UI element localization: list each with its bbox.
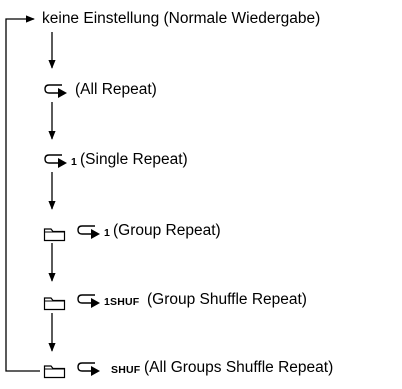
step-6-tag: SHUF bbox=[111, 364, 141, 376]
repeat-icon bbox=[77, 225, 100, 239]
step-6-label: (All Groups Shuffle Repeat) bbox=[144, 359, 334, 376]
repeat-icon bbox=[77, 362, 100, 376]
step-1-label: keine Einstellung (Normale Wiedergabe) bbox=[42, 10, 321, 27]
folder-icon bbox=[43, 297, 66, 311]
folder-icon bbox=[43, 365, 66, 379]
step-4-tag: 1 bbox=[104, 227, 111, 239]
step-4-label: (Group Repeat) bbox=[113, 222, 221, 239]
repeat-icon bbox=[44, 154, 67, 168]
step-3-label: (Single Repeat) bbox=[80, 151, 188, 168]
step-5-label: (Group Shuffle Repeat) bbox=[147, 291, 307, 308]
loop-back-line bbox=[5, 15, 40, 372]
repeat-icon bbox=[44, 84, 67, 98]
repeat-icon bbox=[77, 294, 100, 308]
step-3-tag: 1 bbox=[71, 156, 78, 168]
step-5-tag: 1SHUF bbox=[104, 296, 140, 308]
folder-icon bbox=[43, 228, 66, 242]
step-2-label: (All Repeat) bbox=[75, 81, 157, 98]
